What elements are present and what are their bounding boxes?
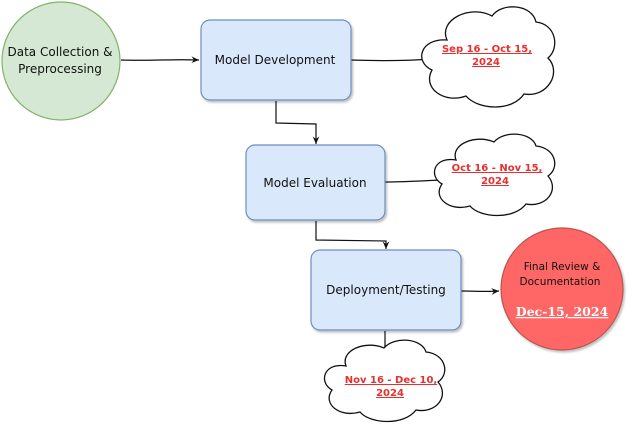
evaluation-timeline-cloud[interactable]: Oct 16 - Nov 15, 2024 <box>433 133 556 217</box>
deployment-dates-line2: 2024 <box>376 388 404 399</box>
development-timeline-cloud[interactable]: Sep 16 - Oct 15, 2024 <box>421 6 556 108</box>
edge-development-to-cloud <box>350 58 431 62</box>
final-review-node[interactable]: Final Review & Documentation Dec-15, 202… <box>500 227 624 351</box>
development-dates-line1: Sep 16 - Oct 15, <box>442 44 532 55</box>
edge-evaluation-to-cloud <box>384 179 441 183</box>
evaluation-dates-line1: Oct 16 - Nov 15, <box>452 163 543 174</box>
deployment-testing-node[interactable]: Deployment/Testing <box>310 249 462 331</box>
deployment-dates-line1: Nov 16 - Dec 10, <box>345 375 437 386</box>
deployment-testing-label: Deployment/Testing <box>326 283 446 297</box>
edge-collection-to-development <box>120 56 200 64</box>
model-development-node[interactable]: Model Development <box>200 19 352 101</box>
edge-development-to-evaluation <box>275 101 320 144</box>
data-collection-label-line2: Preprocessing <box>18 62 102 76</box>
deployment-timeline-cloud[interactable]: Nov 16 - Dec 10, 2024 <box>323 339 446 423</box>
development-dates-line2: 2024 <box>472 57 500 68</box>
model-development-label: Model Development <box>215 53 336 67</box>
edge-evaluation-to-deployment <box>315 221 390 249</box>
data-collection-node[interactable]: Data Collection & Preprocessing <box>1 1 121 121</box>
evaluation-dates-line2: 2024 <box>481 176 509 187</box>
model-evaluation-label: Model Evaluation <box>263 176 366 190</box>
data-collection-label-line1: Data Collection & <box>8 45 113 59</box>
model-evaluation-node[interactable]: Model Evaluation <box>245 144 386 221</box>
final-review-date: Dec-15, 2024 <box>516 304 609 319</box>
final-review-label-line1: Final Review & <box>524 261 601 273</box>
final-review-label-line2: Documentation <box>520 276 601 288</box>
